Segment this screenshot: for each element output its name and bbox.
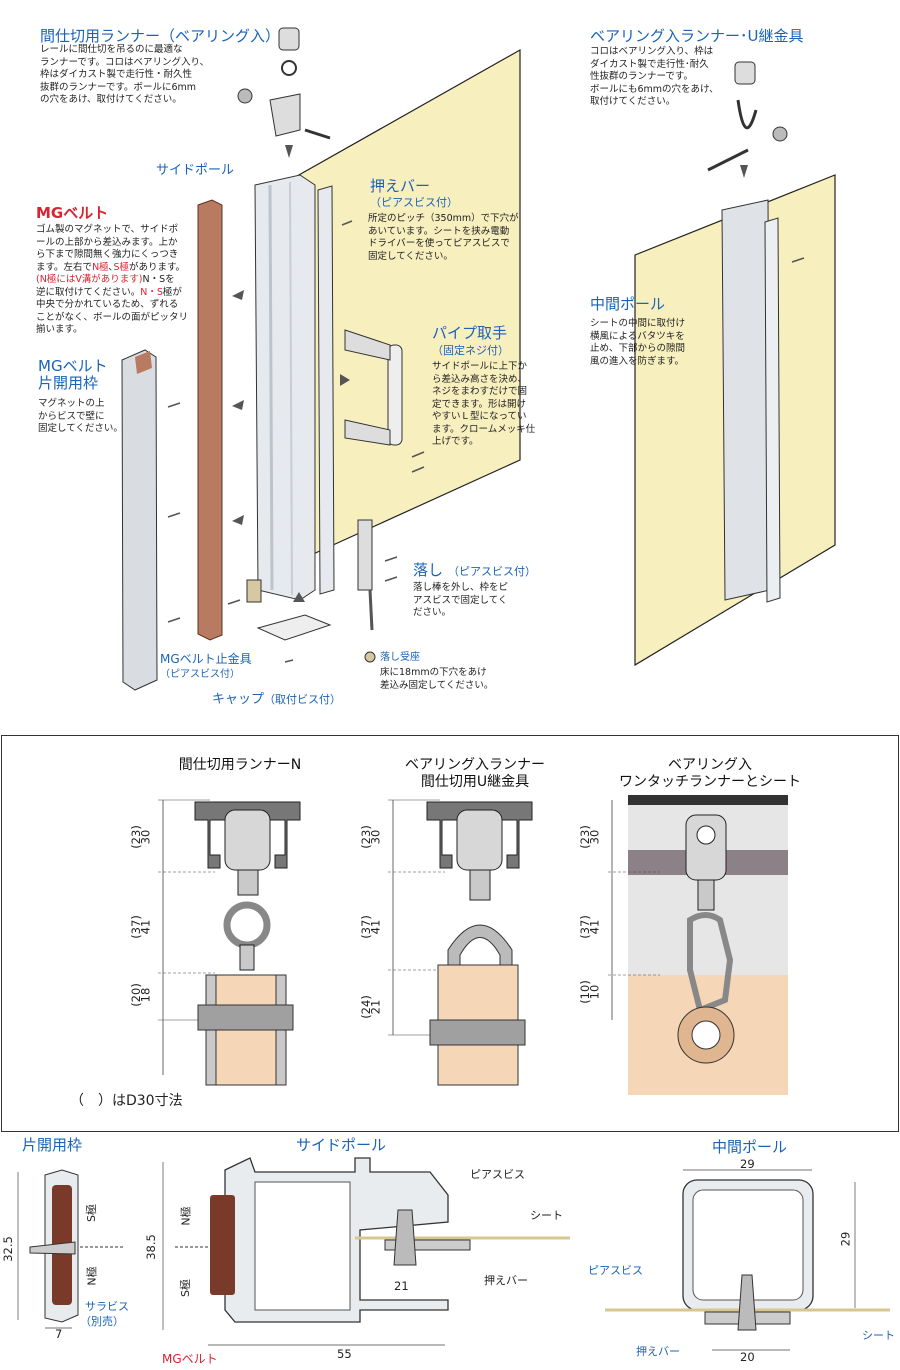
side-press: 押えバー [484, 1274, 528, 1287]
middle-pole-desc: シートの中間に取付け 横風によるバタツキを 止め、下部からの隙間 風の進入を防ぎ… [590, 318, 686, 367]
side-sheet: シート [530, 1209, 563, 1222]
drop-desc: 落し棒を外し、枠をピ アスビスで固定してく ださい。 [413, 582, 509, 618]
side-section-title: サイドポール [296, 1136, 387, 1154]
col1-dim-1b: 30 [138, 829, 153, 845]
cross-section-drawings [17, 1157, 890, 1351]
mid-pierce: ピアスビス [588, 1264, 643, 1277]
mg-belt-frame-title-2: 片開用枠 [38, 374, 99, 392]
exploded-view-illustration [121, 27, 836, 691]
col3-title: ベアリング入 ワンタッチランナーとシート [619, 757, 801, 790]
pipe-handle-desc: サイドポールに上下か ら差込み高さを決め、 ネジをまわすだけで固 定できます。形… [432, 361, 536, 447]
col1-title: 間仕切用ランナーN [178, 757, 302, 773]
drop-sub: （ピアスビス付） [448, 565, 536, 578]
bearing-u-title: ベアリング入ランナー･U継金具 [590, 27, 804, 45]
col2-title: ベアリング入ランナー 間仕切用U継金具 [405, 757, 545, 790]
col2-dim-1b: 30 [368, 829, 383, 845]
col3-dim-2b: 41 [587, 919, 602, 935]
dimension-panel [1, 735, 899, 1132]
press-bar-title: 押えバー [370, 177, 431, 195]
mid-height-dim: 29 [838, 1231, 853, 1247]
frame-height-dim: 32.5 [0, 1236, 15, 1262]
col2-dim-2b: 41 [368, 919, 383, 935]
runner-dimension-drawings [158, 795, 788, 1095]
mg-belt-desc: ゴム製のマグネットで、サイドポ ールの上部から差込みます。上か ら下まで隙間無く… [36, 224, 189, 335]
mg-belt-frame-title-1: MGベルト [38, 357, 108, 375]
frame-s-pole: S極 [84, 1204, 98, 1222]
frame-section-title: 片開用枠 [22, 1136, 83, 1154]
side-pierce: ピアスビス [470, 1168, 525, 1181]
drop-seat-title: 落し受座 [380, 652, 420, 663]
mg-belt-frame-desc: マグネットの上 からビスで壁に 固定してください。 [38, 398, 123, 434]
mg-belt-title: MGベルト [36, 204, 109, 222]
middle-pole-title: 中間ポール [590, 295, 666, 313]
side-width2-dim: 21 [394, 1279, 409, 1293]
pipe-handle-title: パイプ取手 [432, 324, 508, 342]
mid-press: 押えバー [636, 1345, 680, 1358]
mg-stop-title: MGベルト止金具 [160, 652, 252, 666]
press-bar-sub: （ピアスビス付） [370, 196, 458, 209]
side-width-dim: 55 [337, 1347, 352, 1361]
press-bar-desc: 所定のピッチ（350mm）で下穴が あいています。シートを挟み電動 ドライバーを… [368, 213, 519, 262]
drop-title: 落し [413, 561, 444, 579]
d30-note: （ ）はD30寸法 [70, 1093, 183, 1109]
side-n-pole: N極 [179, 1206, 193, 1226]
frame-screw: サラビス [85, 1300, 129, 1313]
side-pole-label: サイドポール [156, 163, 235, 178]
runner-title: 間仕切用ランナー（ベアリング入） [40, 27, 281, 45]
cap-title: キャップ（取付ビス付） [212, 692, 342, 707]
mid-section-title: 中間ポール [712, 1138, 788, 1156]
col1-dim-2b: 41 [138, 919, 153, 935]
col3-dim-1b: 30 [587, 829, 602, 845]
frame-screw-sub: （別売） [80, 1315, 124, 1328]
mid-width-dim: 29 [740, 1157, 755, 1171]
side-s-pole: S極 [178, 1279, 192, 1297]
col3-dim-3b: 10 [587, 984, 602, 1000]
mid-width2-dim: 20 [740, 1350, 755, 1364]
frame-n-pole: N極 [85, 1266, 99, 1286]
side-mg: MGベルト [162, 1352, 218, 1366]
runner-desc: レールに間仕切を吊るのに最適な ランナーです。コロはベアリング入り、 枠はダイカ… [40, 44, 210, 105]
mg-stop-sub: （ピアスビス付） [160, 669, 240, 680]
col2-dim-3b: 21 [368, 999, 383, 1015]
col1-dim-3b: 18 [138, 987, 153, 1003]
frame-width-dim: 7 [55, 1327, 63, 1341]
pipe-handle-sub: （固定ネジ付） [432, 344, 509, 357]
bearing-u-desc: コロはベアリング入り、枠は ダイカスト製で走行性･耐久 性抜群のランナーです。 … [590, 46, 719, 107]
mid-sheet: シート [862, 1329, 895, 1342]
side-height-dim: 38.5 [143, 1234, 158, 1260]
drop-seat-desc: 床に18mmの下穴をあけ 差込み固定してください。 [380, 667, 494, 691]
